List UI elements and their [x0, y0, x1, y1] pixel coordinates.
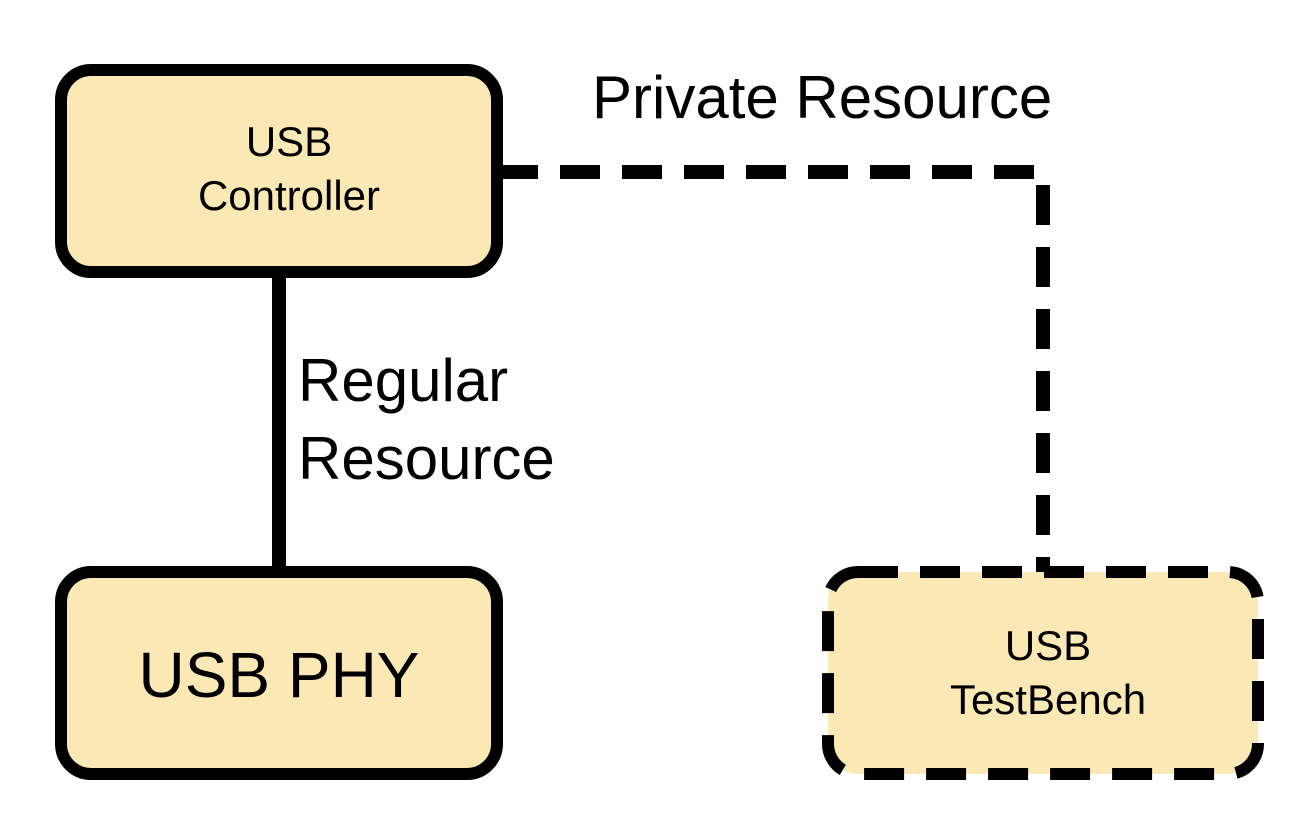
usb-controller-label-line1: USB [245, 118, 333, 165]
usb-phy-label-text: USB PHY [138, 639, 420, 711]
private-resource-label-text: Private Resource [592, 64, 1053, 131]
usb-controller-label-line2: Controller [197, 172, 381, 219]
private-resource-label: Private Resource [592, 62, 1052, 134]
regular-resource-label-line2: Resource [298, 425, 555, 492]
usb-controller-box [55, 64, 503, 278]
usb-testbench-label-line2: TestBench [949, 676, 1147, 723]
usb-testbench-label: USB TestBench [828, 572, 1258, 774]
regular-resource-label: Regular Resource [298, 342, 555, 498]
usb-controller-label: USB Controller [61, 70, 497, 272]
usb-phy-label: USB PHY [61, 572, 497, 774]
regular-resource-label-line1: Regular [298, 347, 509, 414]
private-resource-edge [498, 165, 1050, 572]
usb-phy-box [55, 566, 503, 780]
usb-testbench-label-line1: USB [1004, 622, 1092, 669]
usb-testbench-box [822, 566, 1264, 780]
